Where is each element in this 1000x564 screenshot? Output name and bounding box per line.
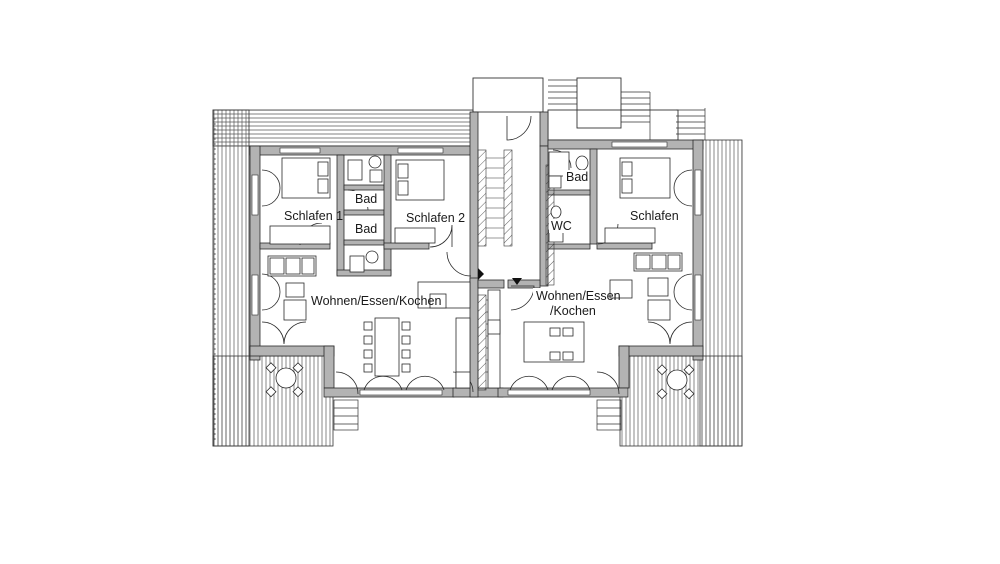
label-schlafen-1: Schlafen 1 [284, 209, 343, 223]
label-bad-right: Bad [566, 170, 588, 184]
label-bad-top-left: Bad [355, 192, 377, 206]
label-wohnen-right-line1: Wohnen/Essen [536, 289, 621, 303]
label-wc-right: WC [551, 219, 572, 233]
entry-steps [333, 399, 622, 431]
arrow-marker-right [512, 278, 522, 285]
windows [251, 141, 702, 396]
arrow-marker-left [478, 268, 484, 280]
label-wohnen-left: Wohnen/Essen/Kochen [311, 294, 441, 308]
room-labels: Schlafen 1 Bad Bad Schlafen 2 Wohnen/Ess… [281, 170, 679, 320]
label-wohnen-right-line2: /Kochen [550, 304, 596, 318]
label-schlafen-2: Schlafen 2 [406, 211, 465, 225]
entrance-structure [472, 77, 706, 141]
label-schlafen-right: Schlafen [630, 209, 679, 223]
terrace-right [619, 139, 743, 447]
label-bad-bottom-left: Bad [355, 222, 377, 236]
